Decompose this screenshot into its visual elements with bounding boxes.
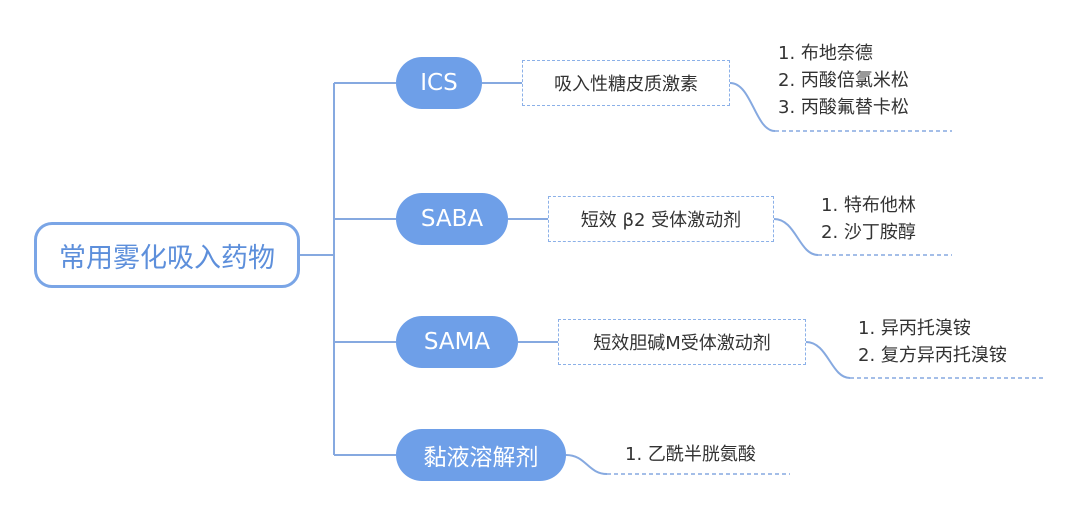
link-mucolytic-leaves [565,454,608,475]
drug-item: 1. 乙酰半胱氨酸 [625,444,756,465]
drug-item: 1. 异丙托溴铵 [858,318,971,339]
branch-node-sama[interactable]: SAMA [396,316,518,368]
description-box-saba: 短效 β2 受体激动剂 [548,196,774,242]
drug-item: 3. 丙酸氟替卡松 [778,97,909,118]
link-saba-leaves [773,218,819,256]
drug-list-saba: 1. 特布他林 2. 沙丁胺醇 [821,192,916,246]
branch-node-saba[interactable]: SABA [396,193,508,245]
drug-list-ics: 1. 布地奈德 2. 丙酸倍氯米松 3. 丙酸氟替卡松 [778,40,909,121]
drug-list-sama: 1. 异丙托溴铵 2. 复方异丙托溴铵 [858,315,1007,369]
drug-item: 1. 特布他林 [821,195,916,216]
link-sama-leaves [805,341,851,379]
root-node[interactable]: 常用雾化吸入药物 [34,222,300,288]
drug-list-mucolytic: 1. 乙酰半胱氨酸 [625,441,756,468]
drug-item: 2. 丙酸倍氯米松 [778,70,909,91]
branch-node-ics[interactable]: ICS [396,57,482,109]
drug-item: 1. 布地奈德 [778,43,873,64]
description-box-ics: 吸入性糖皮质激素 [522,60,730,106]
drug-item: 2. 沙丁胺醇 [821,222,916,243]
link-ics-leaves [729,82,776,132]
description-box-sama: 短效胆碱M受体激动剂 [558,319,806,365]
branch-node-mucolytic[interactable]: 黏液溶解剂 [396,429,566,481]
drug-item: 2. 复方异丙托溴铵 [858,345,1007,366]
